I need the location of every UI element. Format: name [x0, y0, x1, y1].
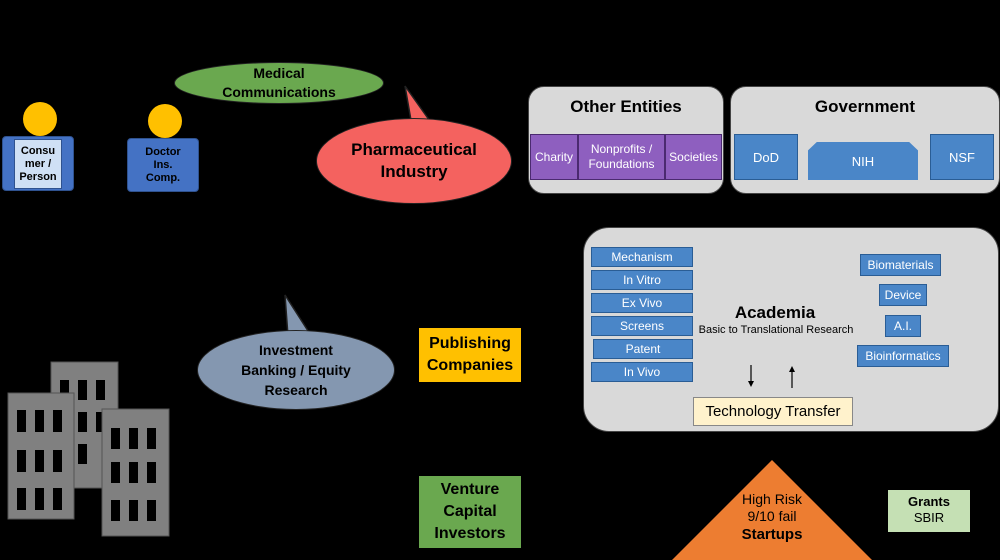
technology-transfer-box: Technology Transfer [693, 397, 853, 426]
dod-box: DoD [734, 134, 798, 180]
field-item-label: A.I. [893, 319, 912, 333]
research-item-ex-vivo: Ex Vivo [591, 293, 693, 313]
field-item-label: Biomaterials [867, 258, 934, 272]
investment-ellipse: Investment Banking / Equity Research [197, 330, 395, 410]
startups-text: High Risk 9/10 fail Startups [702, 491, 842, 551]
nsf-label: NSF [949, 149, 975, 165]
startups-line1: High Risk [742, 491, 802, 507]
nsf-box: NSF [930, 134, 994, 180]
venture-label: Venture Capital Investors [434, 481, 506, 542]
other-entities-title: Other Entities [570, 97, 682, 116]
medical-communications-label: Medical Communications [222, 65, 336, 100]
research-item-label: Ex Vivo [621, 296, 663, 310]
nonprofits-box: Nonprofits / Foundations [578, 134, 665, 180]
grants-sub: SBIR [913, 510, 945, 525]
grants-box: Grants SBIR [888, 490, 970, 532]
publishing-box: Publishing Companies [419, 328, 521, 382]
doctor-head-icon [148, 104, 182, 138]
grants-title: Grants [908, 494, 950, 509]
research-item-label: Mechanism [611, 250, 673, 264]
doctor-label: Doctor Ins. Comp. [145, 145, 181, 184]
nonprofits-label: Nonprofits / Foundations [588, 142, 655, 171]
academia-title: Academia [734, 303, 816, 322]
pharma-ellipse: Pharmaceutical Industry [316, 118, 512, 204]
startups-triangle [672, 460, 872, 560]
technology-transfer-label: Technology Transfer [705, 403, 841, 420]
investment-label: Investment Banking / Equity Research [241, 342, 351, 398]
research-item-screens: Screens [591, 316, 693, 336]
nih-label: NIH [851, 153, 875, 169]
research-item-label: In Vitro [623, 273, 661, 287]
societies-label: Societies [669, 150, 718, 164]
research-item-mechanism: Mechanism [591, 247, 693, 267]
government-title: Government [814, 97, 916, 116]
dod-label: DoD [752, 149, 779, 165]
societies-box: Societies [665, 134, 722, 180]
doctor-person-icon: Doctor Ins. Comp. [127, 138, 199, 192]
field-item-bioinformatics: Bioinformatics [857, 345, 949, 367]
research-item-in-vitro: In Vitro [591, 270, 693, 290]
academia-subtitle: Basic to Translational Research [698, 324, 854, 336]
nih-box: NIH [808, 142, 918, 180]
field-item-ai: A.I. [885, 315, 921, 337]
startups-line3: Startups [741, 526, 803, 543]
research-item-label: In Vivo [623, 365, 661, 379]
consumer-head-icon [23, 102, 57, 136]
venture-box: Venture Capital Investors [419, 476, 521, 548]
field-item-device: Device [879, 284, 927, 306]
medical-communications-ellipse: Medical Communications [174, 62, 384, 104]
research-item-label: Patent [625, 342, 661, 356]
field-item-label: Device [884, 288, 922, 302]
research-item-in-vivo: In Vivo [591, 362, 693, 382]
startups-line2: 9/10 fail [747, 508, 797, 524]
consumer-label: Consu mer / Person [19, 144, 57, 183]
consumer-card: Consu mer / Person [14, 139, 62, 189]
research-item-patent: Patent [593, 339, 693, 359]
doctor-card: Doctor Ins. Comp. [139, 140, 187, 190]
charity-box: Charity [530, 134, 578, 180]
consumer-person-icon: Consu mer / Person [2, 136, 74, 191]
field-item-label: Bioinformatics [865, 349, 941, 363]
publishing-label: Publishing Companies [426, 335, 514, 374]
field-item-biomaterials: Biomaterials [860, 254, 941, 276]
pharma-label: Pharmaceutical Industry [351, 140, 477, 181]
research-item-label: Screens [619, 319, 665, 333]
charity-label: Charity [534, 150, 573, 164]
